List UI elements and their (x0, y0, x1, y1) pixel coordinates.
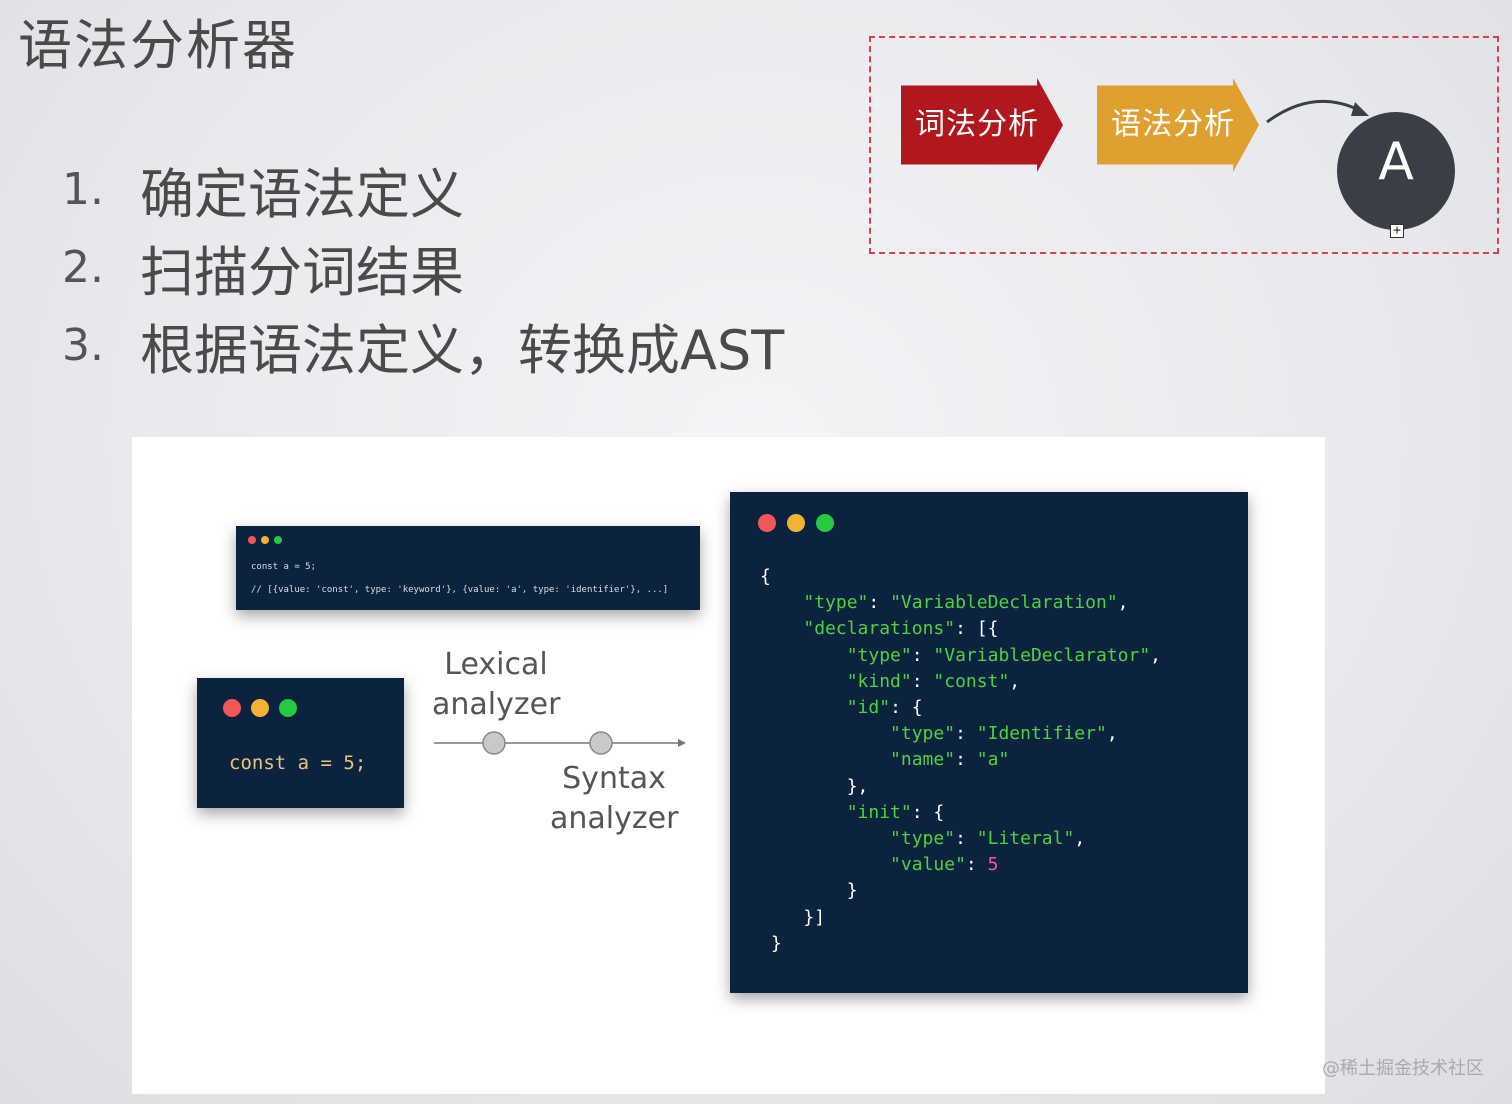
lexical-analyzer-label: Lexical analyzer (432, 647, 561, 722)
ast-json-window: { "type": "VariableDeclaration", "declar… (730, 492, 1248, 993)
pipeline-arrow-icon (434, 731, 686, 755)
json-key: "type" (890, 723, 956, 745)
minimize-dot-icon (251, 699, 269, 717)
minimize-dot-icon (787, 514, 805, 532)
json-key: "declarations" (803, 618, 956, 640)
illustration-panel: const a = 5; // [{value: 'const', type: '… (132, 437, 1325, 1094)
step-number: 3. (62, 319, 104, 371)
tokens-code: const a = 5; // [{value: 'const', type: '… (251, 556, 668, 602)
json-key: "type" (803, 592, 869, 614)
source-code: const a = 5; (229, 752, 367, 774)
syntax-analysis-arrow: 语法分析 (1097, 78, 1259, 172)
close-dot-icon (248, 536, 256, 544)
maximize-dot-icon (816, 514, 834, 532)
step-text: 确定语法定义 (140, 162, 464, 226)
json-key: "type" (890, 828, 956, 850)
code-line: // [{value: 'const', type: 'keyword'}, {… (251, 585, 669, 595)
json-key: "name" (890, 749, 956, 771)
close-dot-icon (758, 514, 776, 532)
step-number: 1. (62, 163, 104, 215)
brace: { (760, 566, 771, 587)
json-value: "VariableDeclaration" (890, 592, 1118, 614)
step-number: 2. (62, 241, 104, 293)
lexical-analysis-arrow: 词法分析 (901, 78, 1063, 172)
json-key: "type" (846, 644, 912, 666)
source-code-window: const a = 5; (197, 678, 404, 808)
maximize-dot-icon (274, 536, 282, 544)
ast-json-code: { "type": "VariableDeclaration", "declar… (760, 566, 1162, 954)
json-key: "value" (890, 854, 966, 876)
step-text: 根据语法定义，转换成AST (140, 318, 785, 382)
step-item: 2. 扫描分词结果 (62, 228, 784, 306)
steps-list: 1. 确定语法定义 2. 扫描分词结果 3. 根据语法定义，转换成AST (62, 150, 784, 384)
window-controls (248, 536, 282, 544)
ast-node-circle: A (1337, 112, 1455, 230)
json-key: "id" (846, 697, 891, 719)
step-item: 1. 确定语法定义 (62, 150, 784, 228)
pipeline-diagram: 词法分析 语法分析 A + (869, 36, 1499, 254)
json-value: "Literal" (976, 828, 1075, 850)
expand-plus-icon[interactable]: + (1390, 224, 1404, 238)
json-key: "init" (846, 801, 912, 823)
maximize-dot-icon (279, 699, 297, 717)
curved-arrow-icon (1266, 99, 1369, 124)
json-value: "const" (933, 670, 1010, 692)
minimize-dot-icon (261, 536, 269, 544)
json-value: 5 (987, 854, 999, 876)
syntax-analyzer-label: Syntax analyzer (550, 761, 679, 836)
step-text: 扫描分词结果 (140, 240, 464, 304)
window-controls (223, 699, 297, 717)
step-item: 3. 根据语法定义，转换成AST (62, 306, 784, 384)
window-controls (758, 514, 834, 532)
code-line: const a = 5; (251, 562, 317, 572)
json-key: "kind" (846, 670, 912, 692)
tokens-code-window: const a = 5; // [{value: 'const', type: '… (236, 526, 700, 610)
json-value: "Identifier" (976, 723, 1107, 745)
slide-title: 语法分析器 (18, 14, 298, 77)
json-value: "VariableDeclarator" (933, 644, 1151, 666)
close-dot-icon (223, 699, 241, 717)
json-value: "a" (976, 749, 1010, 771)
watermark: @稀土掘金技术社区 (1322, 1058, 1484, 1079)
